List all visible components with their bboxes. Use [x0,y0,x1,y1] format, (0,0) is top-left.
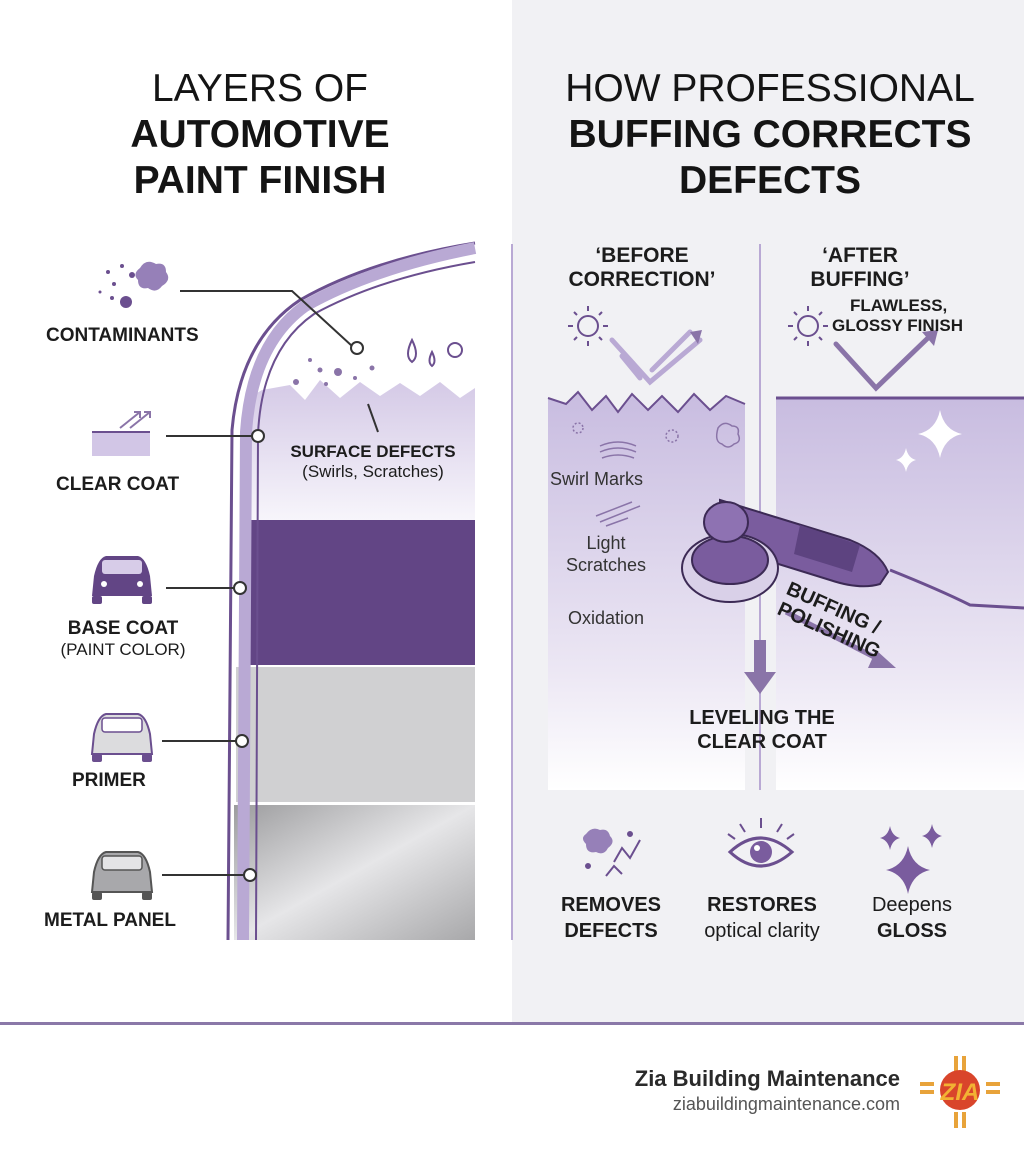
metal-panel-layer [234,805,475,940]
sun-icon-before [568,306,608,346]
after-panel [776,398,1024,790]
contaminant-particles [293,337,463,386]
surface-defects-sublabel: (Swirls, Scratches) [302,462,444,481]
leveling-clear-coat-label: LEVELING THE CLEAR COAT [689,707,835,753]
metal-panel-label: METAL PANEL [44,910,176,931]
gloss-sparkle-icon [880,824,942,894]
eye-icon [727,818,795,868]
light-scratches-label: Light Scratches [566,533,647,575]
sun-icon-after [788,306,828,346]
metal-panel-car-icon [90,851,154,900]
footer-divider [0,1022,1024,1025]
leader-dots [233,341,364,882]
sparkle-icon [896,410,962,472]
base-coat-sublabel: (PAINT COLOR) [60,640,186,659]
company-url[interactable]: ziabuildingmaintenance.com [672,1094,900,1114]
clear-coat-label: CLEAR COAT [56,474,180,495]
benefit-removes-defects: REMOVES DEFECTS [560,894,662,942]
clear-coat-layer [245,380,475,520]
benefit-deepens-gloss: Deepens GLOSS [871,894,953,942]
panel-edge [226,241,476,941]
svg-text:ZIA: ZIA [940,1079,980,1106]
left-title: LAYERS OF AUTOMOTIVE PAINT FINISH [130,67,390,202]
removes-defects-icon [583,828,641,877]
before-panel [548,392,745,790]
base-coat-label: BASE COAT (PAINT COLOR) [48,618,198,660]
primer-layer [236,667,475,802]
benefit-restores-clarity: RESTORES optical clarity [704,894,820,942]
scattered-reflection [609,329,703,386]
before-correction-heading: ‘BEFORE CORRECTION’ [568,244,716,291]
contaminants-label: CONTAMINANTS [46,325,199,346]
contaminants-icon [98,261,169,308]
footer-brand: Zia Building Maintenance ziabuildingmain… [635,1066,900,1115]
defect-icons [572,422,741,527]
buffing-arrow [784,609,896,668]
layer-stack [226,241,477,941]
primer-car-icon [90,713,154,762]
clear-coat-icon [92,411,151,456]
swirl-marks-label: Swirl Marks [550,469,643,489]
leader-lines [162,290,379,876]
oxidation-label: Oxidation [568,608,645,628]
after-buffing-heading: ‘AFTER BUFFING’ [810,244,910,291]
leveling-arrow [744,640,776,694]
right-title: HOW PROFESSIONAL BUFFING CORRECTS DEFECT… [565,67,975,202]
panel-edge-fill [237,242,477,941]
base-coat-car-icon [92,556,152,604]
zia-logo-icon: ZIA [920,1056,1000,1128]
paint-layers-diagram [90,241,1024,941]
surface-defects-label: SURFACE DEFECTS (Swirls, Scratches) [278,442,468,482]
clean-reflection [833,333,933,392]
flawless-finish-label: FLAWLESS, GLOSSY FINISH [832,296,963,335]
company-name: Zia Building Maintenance [634,1066,900,1091]
base-coat-layer [240,520,475,665]
primer-label: PRIMER [72,770,146,791]
buffer-polisher-icon [681,498,1024,610]
